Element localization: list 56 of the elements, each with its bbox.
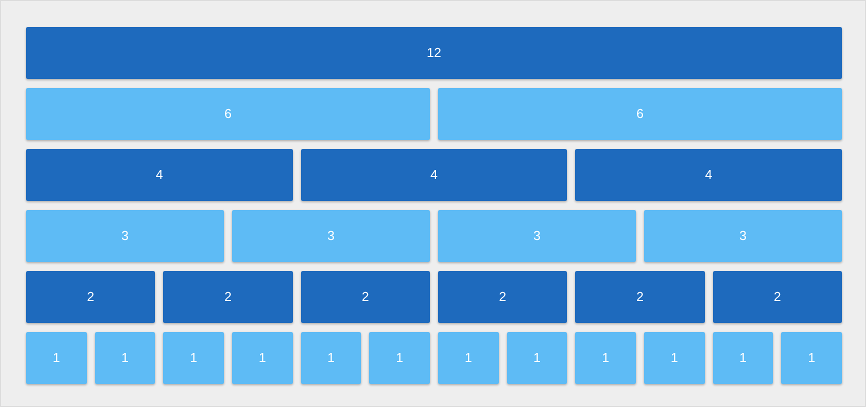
column-span-number: 4 [430,167,438,183]
grid-column-box [438,88,842,140]
grid-column-box [712,271,842,323]
column-span-number: 2 [774,289,781,305]
column-span-number: 2 [636,289,644,305]
grid-column-box [575,332,636,384]
grid-column-box [300,332,362,384]
column-span-number: 1 [52,350,60,366]
grid-column-box [781,332,842,384]
grid-column-box [300,271,430,323]
column-span-number: 1 [602,350,610,366]
grid-column-box [26,332,87,384]
column-span-number: 2 [362,289,369,305]
column-span-number: 6 [636,106,644,122]
column-span-number: 2 [224,289,232,305]
column-span-number: 1 [121,350,129,366]
grid-column-box [644,210,842,262]
column-span-number: 4 [156,167,163,183]
column-span-number: 3 [327,228,335,244]
grid-column-box [712,332,774,384]
grid-column-box [575,149,842,201]
column-span-number: 6 [224,106,232,122]
grid-column-box [232,332,293,384]
grid-column-box [438,271,568,323]
column-span-number: 1 [739,350,747,366]
column-span-number: 12 [426,45,442,61]
grid-column-box [163,271,293,323]
grid-column-box [26,149,293,201]
grid-column-box [26,27,842,79]
column-span-number: 1 [533,350,541,366]
column-span-number: 1 [464,350,472,366]
column-span-number: 1 [670,350,678,366]
grid-column-box [300,149,568,201]
column-span-number: 1 [258,350,266,366]
grid-column-box [369,332,430,384]
column-span-number: 1 [327,350,335,366]
grid-column-box [94,332,156,384]
grid-column-box [26,271,156,323]
grid-column-box [26,210,224,262]
grid-column-box [232,210,430,262]
grid-column-box [575,271,705,323]
grid-column-box [644,332,705,384]
column-span-number: 3 [739,228,747,244]
column-span-number: 2 [87,289,94,305]
grid-column-box [438,210,636,262]
grid-column-box [26,88,430,140]
column-span-number: 1 [808,350,816,366]
column-span-number: 1 [190,350,198,366]
grid-column-box [438,332,499,384]
column-span-number: 3 [533,228,541,244]
grid-column-box [163,332,224,384]
column-span-number: 4 [705,167,712,183]
column-span-number: 3 [121,228,129,244]
grid-column-box [506,332,568,384]
column-span-number: 1 [396,350,404,366]
column-span-number: 2 [499,289,506,305]
